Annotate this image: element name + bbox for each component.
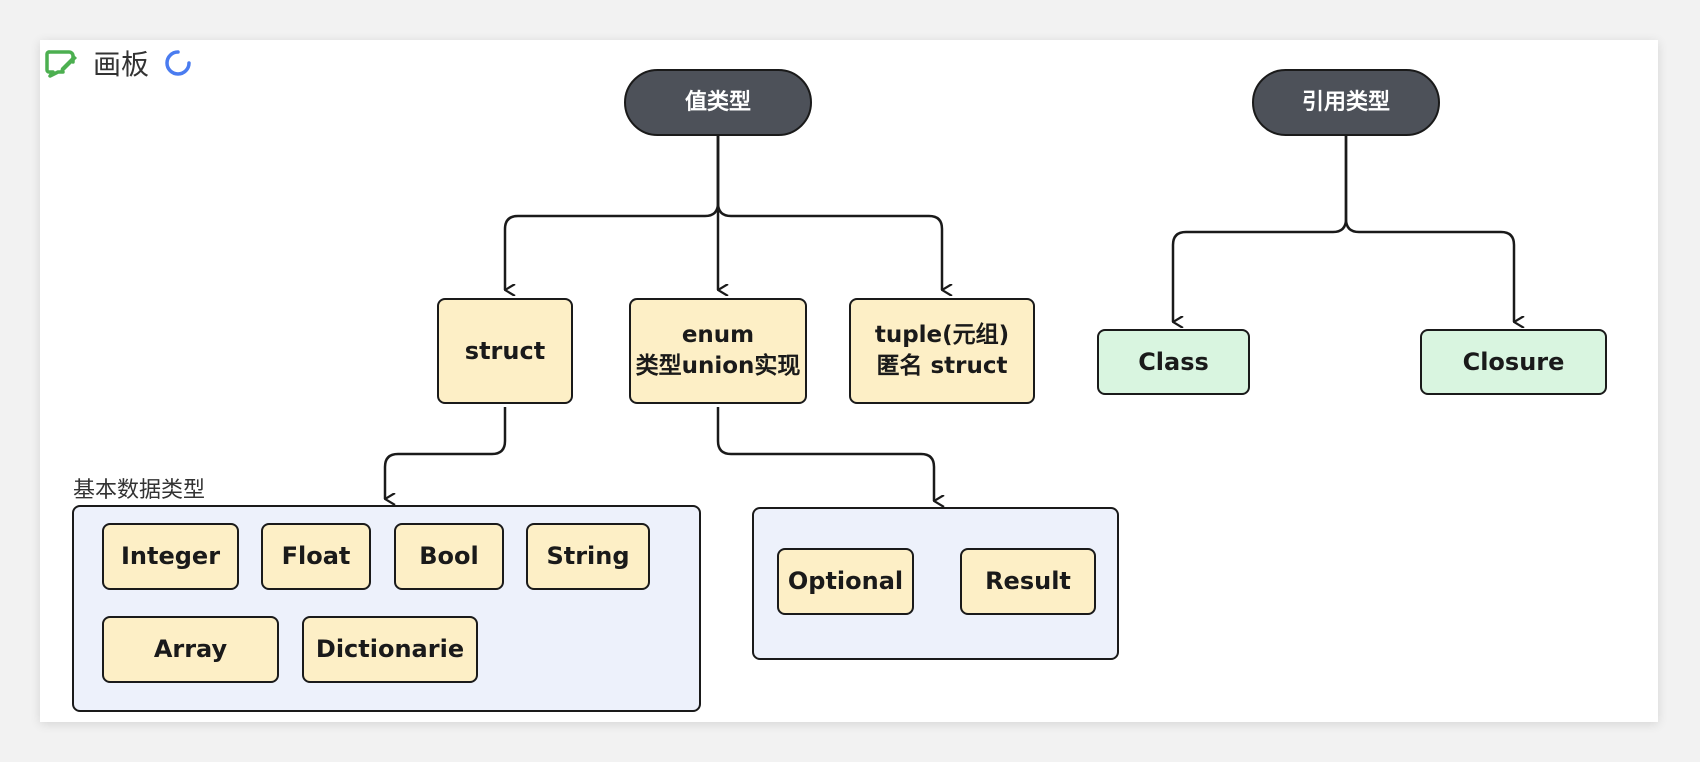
value-type-label: 值类型 (684, 89, 751, 115)
basic-type-dictionarie[interactable]: Dictionarie (302, 616, 478, 683)
struct-label: struct (464, 336, 546, 365)
basic-type-label: String (546, 542, 630, 571)
enum-label-line2: 类型union实现 (635, 353, 801, 379)
class-label: Class (1138, 347, 1209, 376)
closure-node[interactable]: Closure (1420, 329, 1607, 395)
edge-ref-to-closure (1344, 136, 1514, 322)
enum-type-result[interactable]: Result (960, 548, 1096, 615)
edge-enum-to-group (716, 407, 934, 501)
basic-type-array[interactable]: Array (102, 616, 279, 683)
basic-type-label: Dictionarie (315, 635, 465, 664)
edge-struct-to-basic (383, 407, 507, 499)
basic-type-label: Array (153, 635, 228, 664)
class-node[interactable]: Class (1097, 329, 1250, 395)
loading-spinner-icon (163, 48, 193, 78)
enum-label-line1: enum (681, 321, 755, 348)
board-edit-icon[interactable] (45, 48, 79, 78)
struct-node[interactable]: struct (437, 298, 573, 404)
enum-type-label: Result (985, 567, 1071, 596)
enum-node[interactable]: enum 类型union实现 (629, 298, 807, 404)
reference-type-label: 引用类型 (1301, 89, 1390, 115)
edge-ref-to-class (1171, 136, 1348, 322)
enum-type-label: Optional (787, 567, 904, 596)
basic-group-label: 基本数据类型 (73, 478, 206, 503)
tuple-label-line1: tuple(元组) (874, 321, 1010, 348)
reference-type-node[interactable]: 引用类型 (1252, 69, 1440, 136)
basic-type-float[interactable]: Float (261, 523, 371, 590)
basic-type-label: Integer (120, 542, 221, 571)
closure-label: Closure (1462, 347, 1565, 376)
edge-value-to-struct (503, 136, 720, 290)
enum-type-optional[interactable]: Optional (777, 548, 914, 615)
board-header: 画板 (45, 43, 193, 83)
board-title: 画板 (93, 48, 150, 81)
tuple-node[interactable]: tuple(元组) 匿名 struct (849, 298, 1035, 404)
basic-type-string[interactable]: String (526, 523, 650, 590)
basic-type-label: Bool (419, 542, 479, 571)
tuple-label-line2: 匿名 struct (876, 353, 1008, 379)
basic-type-integer[interactable]: Integer (102, 523, 239, 590)
value-type-node[interactable]: 值类型 (624, 69, 812, 136)
basic-type-bool[interactable]: Bool (394, 523, 504, 590)
edge-value-to-tuple (716, 136, 942, 290)
basic-type-label: Float (281, 542, 351, 571)
